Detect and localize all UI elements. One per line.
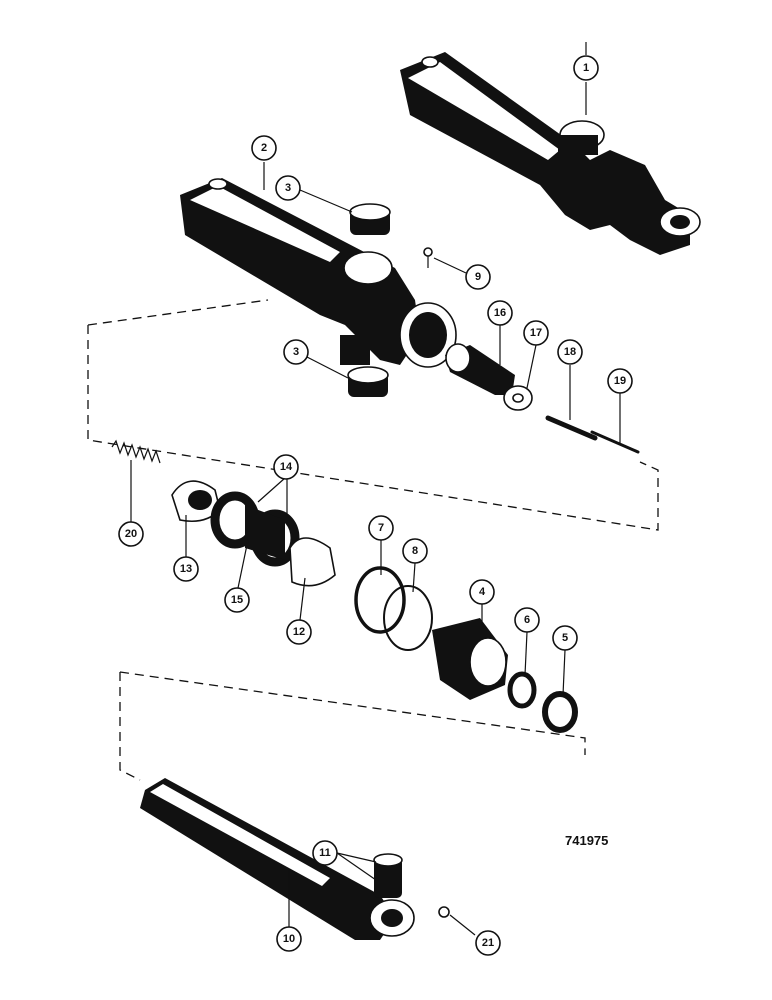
callout-8: 8	[402, 538, 428, 564]
callout-17: 17	[523, 320, 549, 346]
callout-3-lower: 3	[283, 339, 309, 365]
nut-part-12	[289, 537, 336, 587]
figure-number: 741975	[565, 833, 608, 848]
pin-part-19	[590, 430, 640, 454]
callout-14: 14	[273, 454, 299, 480]
svg-text:17: 17	[530, 327, 542, 339]
svg-text:18: 18	[564, 346, 576, 358]
callout-19: 19	[607, 368, 633, 394]
svg-text:3: 3	[285, 182, 291, 194]
svg-text:1: 1	[583, 62, 589, 74]
svg-text:5: 5	[562, 632, 568, 644]
svg-text:12: 12	[293, 626, 305, 638]
callout-3-upper: 3	[275, 175, 301, 201]
svg-text:8: 8	[412, 545, 418, 557]
callout-21: 21	[475, 930, 501, 956]
bushing-part-3-lower	[347, 366, 389, 397]
svg-text:14: 14	[280, 461, 293, 473]
spring-part-20	[111, 439, 161, 464]
svg-text:19: 19	[614, 375, 626, 387]
grease-fitting-part-21	[438, 906, 450, 918]
gland-part-4	[432, 618, 508, 700]
callout-10: 10	[276, 926, 302, 952]
svg-text:20: 20	[125, 528, 137, 540]
callout-9: 9	[465, 264, 491, 290]
leader-lines	[130, 42, 621, 936]
valve-part-16	[445, 343, 515, 395]
assembly-outline-lower	[119, 671, 586, 781]
callout-13: 13	[173, 556, 199, 582]
piston-rod-part-10	[140, 778, 415, 940]
callout-7: 7	[368, 515, 394, 541]
callout-15: 15	[224, 587, 250, 613]
piston-part-15	[245, 505, 285, 560]
o-ring-part-7	[354, 566, 406, 634]
svg-text:4: 4	[479, 586, 486, 598]
callout-4: 4	[469, 579, 495, 605]
svg-text:3: 3	[293, 346, 299, 358]
svg-text:10: 10	[283, 933, 295, 945]
svg-text:21: 21	[482, 937, 494, 949]
bushing-part-11	[373, 853, 403, 898]
callout-5: 5	[552, 625, 578, 651]
backup-ring-part-8	[383, 585, 433, 651]
svg-text:15: 15	[231, 594, 243, 606]
piston-cap-part-13	[171, 480, 221, 523]
svg-text:7: 7	[378, 522, 384, 534]
callout-1: 1	[573, 55, 599, 81]
washer-part-17	[503, 385, 533, 411]
callout-2: 2	[251, 135, 277, 161]
callout-20: 20	[118, 521, 144, 547]
screw-part-9	[423, 247, 433, 268]
seal-part-6	[507, 671, 537, 709]
svg-text:16: 16	[494, 307, 506, 319]
assembly-outline-upper	[87, 299, 659, 531]
bushing-part-3-upper	[349, 203, 391, 235]
cylinder-assembly-part-1	[400, 52, 701, 255]
callout-12: 12	[286, 619, 312, 645]
svg-text:13: 13	[180, 563, 192, 575]
cylinder-tube-part-2	[180, 178, 457, 368]
callout-6: 6	[514, 607, 540, 633]
callout-16: 16	[487, 300, 513, 326]
callout-11: 11	[312, 840, 338, 866]
pin-part-18	[545, 415, 598, 441]
wiper-part-5	[542, 691, 578, 733]
callout-18: 18	[557, 339, 583, 365]
svg-text:9: 9	[475, 271, 481, 283]
svg-text:2: 2	[261, 142, 267, 154]
svg-text:6: 6	[524, 614, 530, 626]
svg-text:11: 11	[319, 847, 331, 859]
